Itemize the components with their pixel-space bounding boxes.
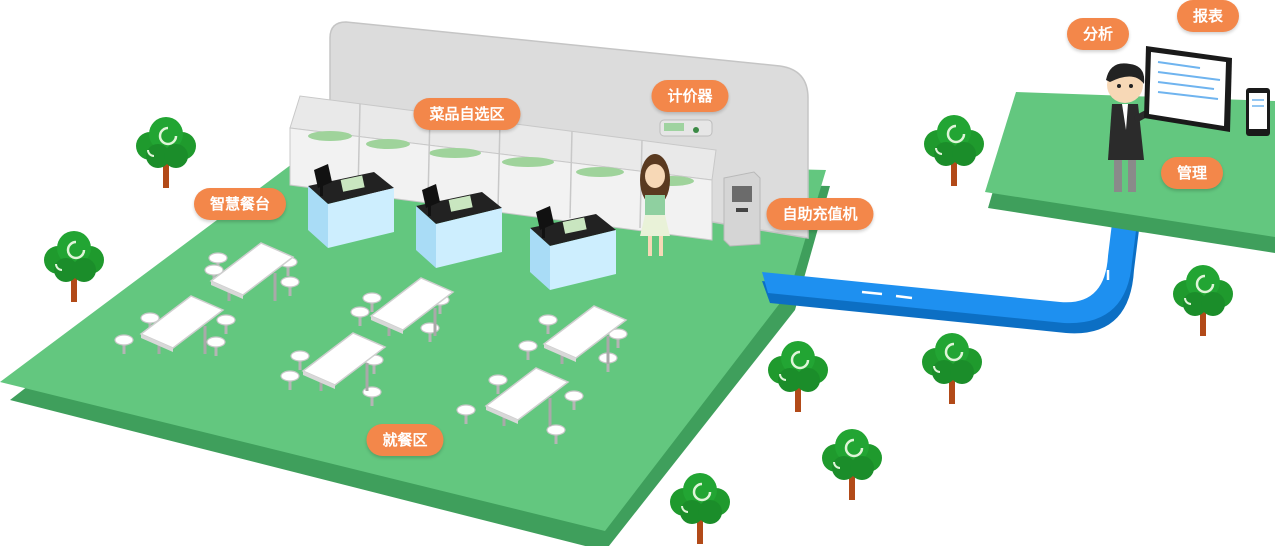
label-price-meter: 计价器 (651, 80, 729, 112)
manager-figure (1106, 63, 1181, 192)
report-monitor (1144, 46, 1232, 132)
label-self-select-area: 菜品自选区 (413, 98, 521, 130)
mobile-phone (1246, 88, 1270, 136)
customer-girl (640, 154, 670, 256)
label-dining-area: 就餐区 (366, 424, 444, 456)
recharge-kiosk (723, 171, 761, 247)
label-smart-counter: 智慧餐台 (193, 188, 287, 220)
label-recharge-kiosk: 自助充值机 (766, 198, 874, 230)
label-analysis: 分析 (1066, 18, 1130, 50)
label-management: 管理 (1160, 157, 1224, 189)
label-report: 报表 (1176, 0, 1240, 32)
